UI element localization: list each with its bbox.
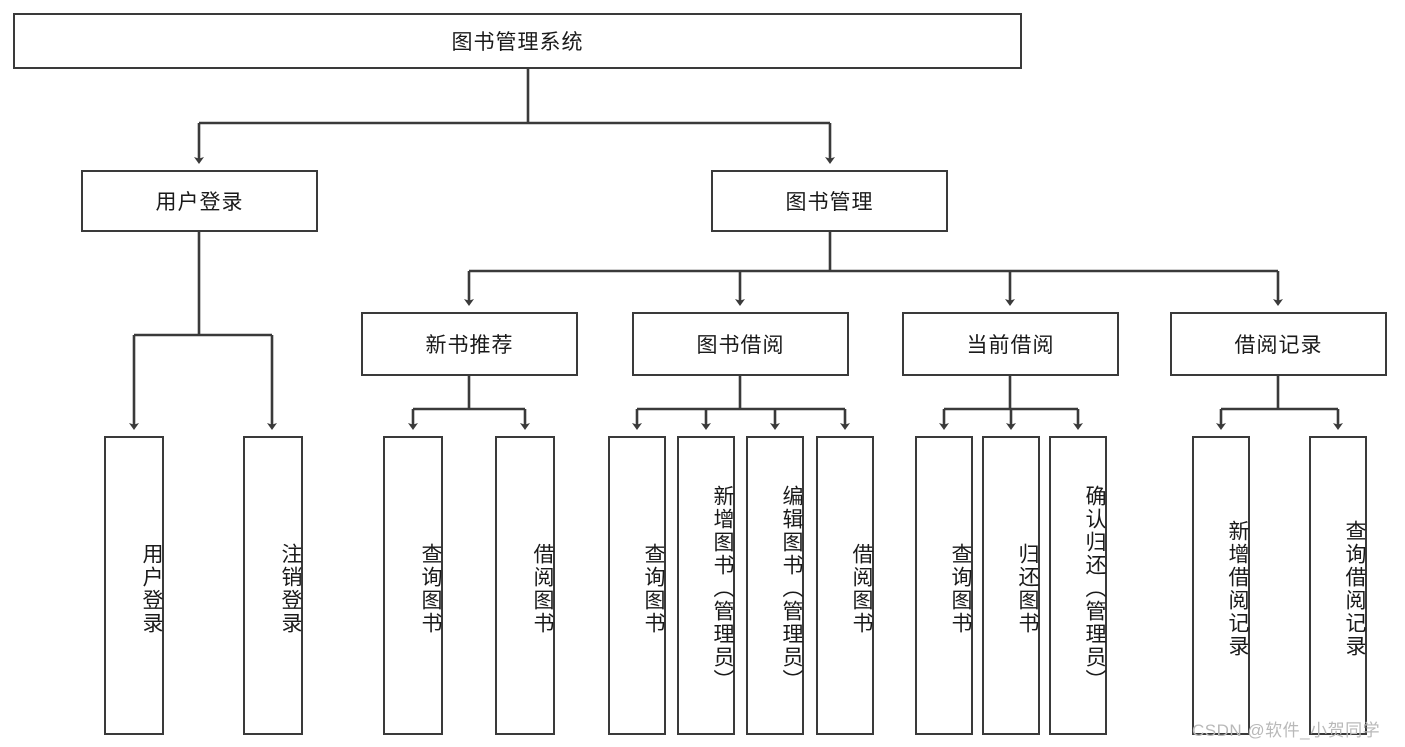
leaf-label: 编辑图书（管理员） (780, 485, 803, 692)
leaf-borrow-record-query-record[interactable]: 查询借阅记录 (1309, 436, 1367, 735)
leaf-label: 注销登录 (279, 542, 302, 635)
node-user-login[interactable]: 用户登录 (81, 170, 318, 232)
leaf-label: 查询图书 (642, 542, 665, 635)
node-root-system[interactable]: 图书管理系统 (13, 13, 1022, 69)
leaf-user-login-logout[interactable]: 注销登录 (243, 436, 303, 735)
leaf-label: 查询借阅记录 (1343, 519, 1366, 658)
leaf-label: 新增图书（管理员） (711, 485, 734, 692)
node-book-management[interactable]: 图书管理 (711, 170, 948, 232)
leaf-label: 借阅图书 (850, 542, 873, 635)
leaf-label: 确认归还（管理员） (1083, 485, 1106, 692)
leaf-borrow-record-add-record[interactable]: 新增借阅记录 (1192, 436, 1250, 735)
node-book-borrow[interactable]: 图书借阅 (632, 312, 849, 376)
leaf-book-borrow-add-book-admin[interactable]: 新增图书（管理员） (677, 436, 735, 735)
leaf-label: 新增借阅记录 (1226, 519, 1249, 658)
leaf-book-borrow-edit-book-admin[interactable]: 编辑图书（管理员） (746, 436, 804, 735)
leaf-book-borrow-borrow-book[interactable]: 借阅图书 (816, 436, 874, 735)
leaf-label: 借阅图书 (531, 542, 554, 635)
leaf-user-login-login[interactable]: 用户登录 (104, 436, 164, 735)
leaf-label: 查询图书 (419, 542, 442, 635)
node-new-book-recommend[interactable]: 新书推荐 (361, 312, 578, 376)
leaf-book-borrow-query-book[interactable]: 查询图书 (608, 436, 666, 735)
leaf-new-book-query-book[interactable]: 查询图书 (383, 436, 443, 735)
watermark-text: CSDN @软件_小贺同学 (1192, 721, 1381, 740)
leaf-current-borrow-query-book[interactable]: 查询图书 (915, 436, 973, 735)
leaf-label: 查询图书 (949, 542, 972, 635)
leaf-label: 归还图书 (1016, 542, 1039, 635)
leaf-current-borrow-confirm-return-admin[interactable]: 确认归还（管理员） (1049, 436, 1107, 735)
leaf-new-book-borrow-book[interactable]: 借阅图书 (495, 436, 555, 735)
node-current-borrow[interactable]: 当前借阅 (902, 312, 1119, 376)
node-borrow-record[interactable]: 借阅记录 (1170, 312, 1387, 376)
leaf-label: 用户登录 (140, 542, 163, 635)
leaf-current-borrow-return-book[interactable]: 归还图书 (982, 436, 1040, 735)
